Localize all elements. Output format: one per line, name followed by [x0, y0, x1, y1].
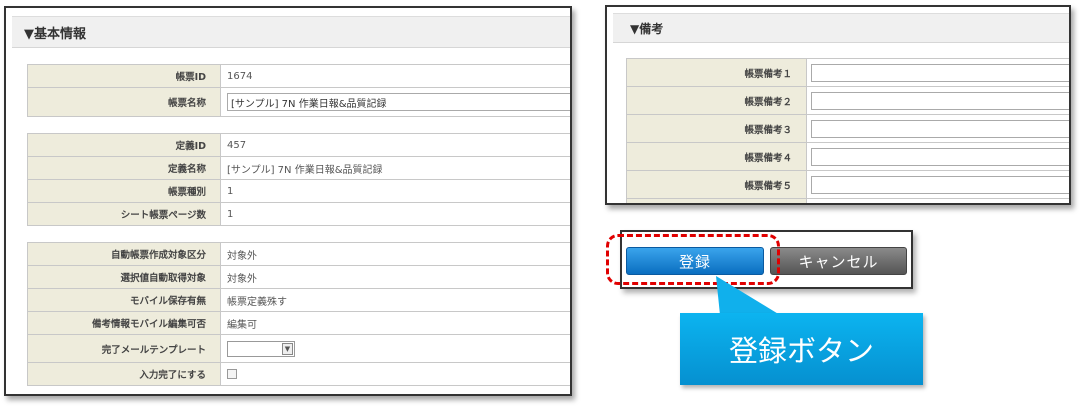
chevron-down-icon: ▼: [282, 342, 293, 355]
form-name-input[interactable]: [サンプル] 7N 作業日報&品質記録: [227, 93, 570, 111]
table-row: 定義名称[サンプル] 7N 作業日報&品質記録: [27, 156, 570, 180]
table-row: 備考情報モバイル編集可否編集可: [27, 311, 570, 335]
remark-5-input[interactable]: [811, 175, 1069, 194]
form-id-value: 1674: [220, 64, 570, 88]
section-title: ▼基本情報: [24, 26, 86, 42]
remark-1-input[interactable]: [811, 63, 1069, 82]
settings-table: 自動帳票作成対象区分対象外 選択値自動取得対象対象外 モバイル保存有無帳票定義殊…: [27, 242, 570, 386]
table-row: 完了メールテンプレート▼: [27, 334, 570, 363]
basic-info-header[interactable]: ▼基本情報: [12, 16, 570, 48]
table-row: 帳票備考３: [626, 114, 1069, 143]
callout-text: 登録ボタン: [728, 334, 874, 368]
table-row: 帳票備考５: [626, 170, 1069, 199]
callout-pointer: [716, 276, 780, 315]
table-row: 入力完了にする: [27, 362, 570, 386]
remarks-header[interactable]: ▼備考: [613, 13, 1069, 43]
remark-2-input[interactable]: [811, 91, 1069, 110]
input-complete-checkbox[interactable]: [227, 369, 237, 379]
table-row: 帳票名称[サンプル] 7N 作業日報&品質記録: [27, 87, 570, 117]
table-row: 帳票備考４: [626, 142, 1069, 171]
section-title: ▼備考: [630, 21, 664, 36]
table-row: 帳票備考１: [626, 58, 1069, 87]
table-row: 帳票備考２: [626, 86, 1069, 115]
table-row: 自動帳票作成対象区分対象外: [27, 242, 570, 266]
table-row: 選択値自動取得対象対象外: [27, 265, 570, 289]
callout-box: 登録ボタン: [680, 313, 923, 385]
remarks-table: 帳票備考１ 帳票備考２ 帳票備考３ 帳票備考４ 帳票備考５: [626, 58, 1069, 203]
cancel-button[interactable]: キャンセル: [770, 247, 907, 275]
remark-4-input[interactable]: [811, 147, 1069, 166]
register-button[interactable]: 登録: [626, 247, 764, 275]
highlight-dashed-outline: [606, 234, 780, 285]
remarks-panel: ▼備考 帳票備考１ 帳票備考２ 帳票備考３ 帳票備考４ 帳票備考５: [605, 5, 1071, 205]
remark-3-input[interactable]: [811, 119, 1069, 138]
table-row: [626, 198, 1069, 203]
mail-template-select[interactable]: ▼: [227, 340, 295, 357]
table-row: モバイル保存有無帳票定義殊す: [27, 288, 570, 312]
